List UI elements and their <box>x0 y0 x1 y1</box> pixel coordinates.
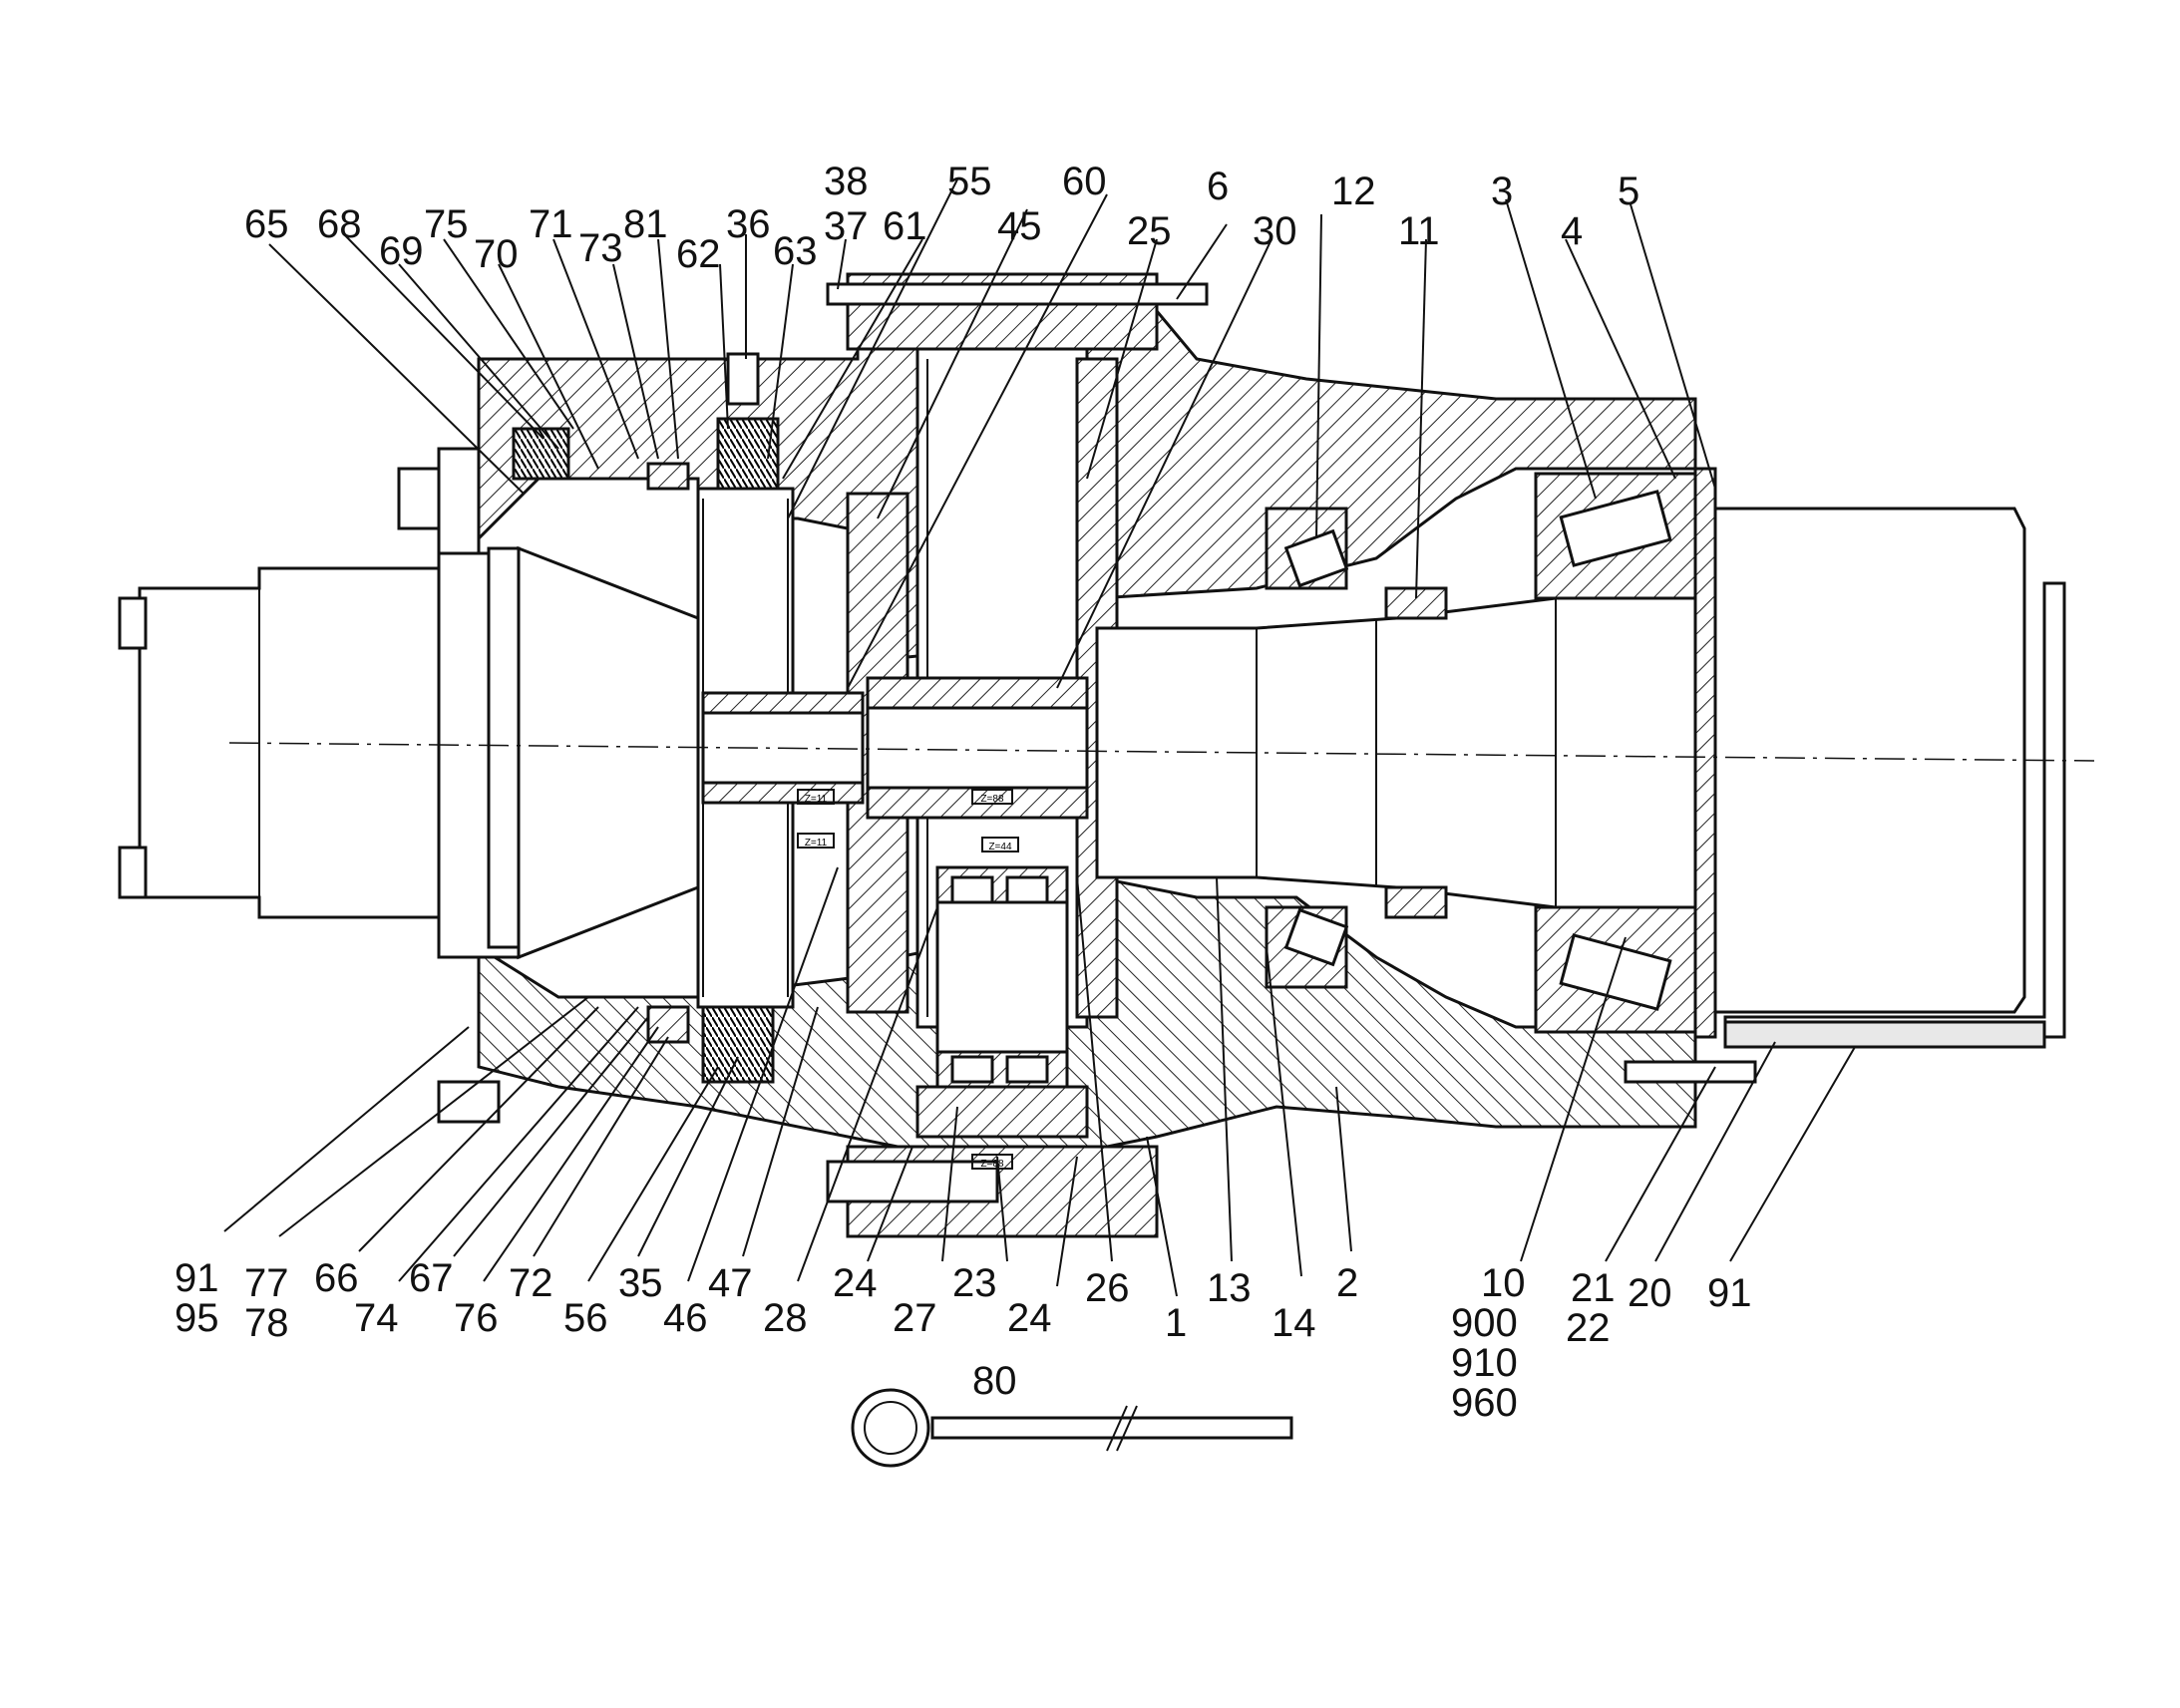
part-label: 77 <box>244 1261 289 1305</box>
gear-tag: Z=11 <box>805 838 828 849</box>
gear-tag: Z=11 <box>805 794 828 805</box>
part-label: 60 <box>1062 160 1107 203</box>
part-label: 68 <box>317 202 362 246</box>
spring-pack-upper <box>512 417 780 491</box>
gear-tag: Z=44 <box>988 842 1012 853</box>
part-label: 20 <box>1628 1271 1672 1315</box>
part-label: 21 <box>1571 1266 1616 1310</box>
planet-bearing <box>915 865 1089 1139</box>
part-label: 25 <box>1127 209 1172 253</box>
gear-tag: Z=88 <box>980 794 1004 805</box>
labels-bottom: 91 95 77 78 66 74 67 76 72 56 35 46 47 2… <box>175 1256 1752 1425</box>
part-label: 24 <box>833 1261 878 1305</box>
input-coupling <box>487 545 700 960</box>
part-label: 12 <box>1331 170 1376 213</box>
spring-pack-lower <box>646 1000 775 1084</box>
taper-bearing-outer <box>1534 472 1707 1034</box>
output-drum <box>1693 467 2066 1049</box>
part-label: 56 <box>563 1296 608 1340</box>
part-label: 61 <box>883 204 927 248</box>
part-label: 28 <box>763 1296 808 1340</box>
part-label: 3 <box>1491 170 1513 213</box>
part-label: 91 <box>1707 1271 1752 1315</box>
part-label: 66 <box>314 1256 359 1300</box>
leaders-top <box>268 178 1716 689</box>
part-label: 67 <box>409 1256 454 1300</box>
part-label: 70 <box>474 232 519 276</box>
output-shaft <box>1095 586 1697 919</box>
part-label: 960 <box>1451 1381 1518 1425</box>
sun-shafts <box>701 676 1089 820</box>
part-label: 6 <box>1207 165 1229 208</box>
part-label: 73 <box>578 226 623 270</box>
part-label: 1 <box>1165 1301 1187 1345</box>
gear-tag: Z=88 <box>980 1159 1004 1170</box>
part-label: 5 <box>1618 170 1639 213</box>
part-label: 95 <box>175 1296 219 1340</box>
eye-bolt-tool <box>851 1388 1293 1468</box>
part-label: 23 <box>952 1261 997 1305</box>
part-label: 72 <box>509 1261 553 1305</box>
part-label: 26 <box>1085 1266 1130 1310</box>
part-label: 74 <box>354 1296 399 1340</box>
part-label: 91 <box>175 1256 219 1300</box>
part-label: 910 <box>1451 1341 1518 1385</box>
bolts <box>437 282 1757 1203</box>
part-label: 63 <box>773 229 818 273</box>
part-label: 71 <box>529 202 573 246</box>
part-label: 55 <box>947 160 992 203</box>
part-label: 38 <box>824 160 869 203</box>
part-label: 78 <box>244 1301 289 1345</box>
part-label: 27 <box>893 1296 937 1340</box>
part-label: 65 <box>244 202 289 246</box>
leaders-bottom <box>223 866 1856 1297</box>
part-label: 36 <box>726 202 771 246</box>
part-label: 10 <box>1481 1261 1526 1305</box>
part-label: 30 <box>1253 209 1297 253</box>
centerline <box>228 742 2095 762</box>
part-label: 35 <box>618 1261 663 1305</box>
part-label: 37 <box>824 204 869 248</box>
part-label: 2 <box>1336 1261 1358 1305</box>
part-label: 14 <box>1272 1301 1316 1345</box>
part-label: 11 <box>1398 209 1440 253</box>
part-label: 62 <box>676 232 721 276</box>
part-label: 22 <box>1566 1306 1611 1350</box>
part-label: 45 <box>997 204 1042 248</box>
part-label: 76 <box>454 1296 499 1340</box>
part-label: 46 <box>663 1296 708 1340</box>
part-label: 4 <box>1561 209 1583 253</box>
part-label: 69 <box>379 229 424 273</box>
part-label: 900 <box>1451 1301 1518 1345</box>
part-label: 80 <box>972 1359 1017 1403</box>
taper-bearing-inner <box>1265 507 1448 989</box>
part-label: 24 <box>1007 1296 1052 1340</box>
part-label: 47 <box>708 1261 753 1305</box>
part-label: 13 <box>1207 1266 1252 1310</box>
drive-motor <box>118 447 521 959</box>
labels-top: 65 68 69 75 70 71 73 81 62 36 63 38 37 6… <box>244 160 1639 276</box>
gear-tags: Z=11 Z=88 Z=11 Z=44 Z=88 <box>797 789 1019 1170</box>
part-label: 81 <box>623 202 668 246</box>
part-label: 75 <box>424 202 469 246</box>
